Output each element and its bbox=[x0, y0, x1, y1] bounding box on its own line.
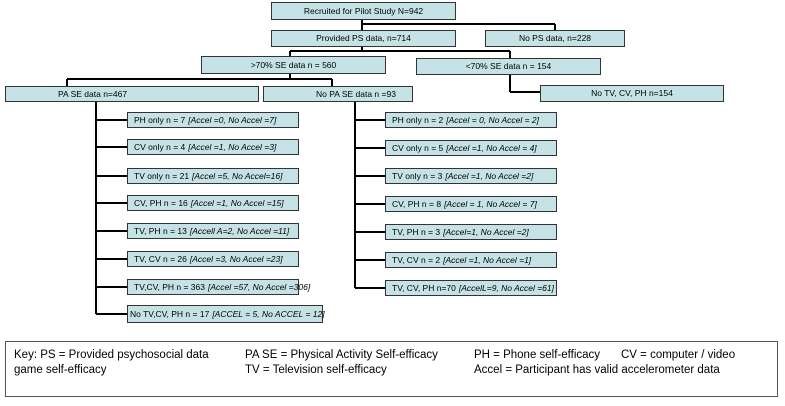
item-detail: [Accel = 1, No Accel = 7] bbox=[444, 198, 537, 209]
gt70-se-label: >70% SE data n = 560 bbox=[250, 59, 337, 70]
item-main: CV, PH n = 16 bbox=[134, 197, 188, 208]
key-tv: TV = Television self-efficacy bbox=[245, 364, 387, 376]
no-pa-se-item: TV, PH n = 3[Accel=1, No Accel =2] bbox=[385, 224, 557, 240]
item-detail: [Accel =0, No Accel =7] bbox=[188, 114, 277, 125]
pa-se-item: TV, CV n = 26[Accel =3, No Accel =23] bbox=[127, 251, 299, 267]
item-detail: [AccelL=9, No Accel =61] bbox=[458, 282, 555, 293]
item-main: TV, PH n = 13 bbox=[134, 225, 187, 236]
item-detail: [Accel =1, No Accel =3] bbox=[188, 141, 277, 152]
item-main: TV, PH n = 3 bbox=[392, 226, 441, 237]
item-main: CV only n = 5 bbox=[392, 142, 444, 153]
no-pa-se-item: PH only n = 2[Accel = 0, No Accel = 2] bbox=[385, 112, 557, 128]
provided-ps-label: Provided PS data, n=714 bbox=[316, 33, 411, 44]
item-detail: [Accel = 0, No Accel = 2] bbox=[446, 114, 540, 125]
item-main: TV,CV, PH n = 363 bbox=[134, 281, 205, 292]
lt70-se-label: <70% SE data n = 154 bbox=[465, 61, 552, 72]
no-ps-box: No PS data, n=228 bbox=[485, 30, 625, 47]
pa-se-item: TV only n = 21[Accel =5, No Accel=16] bbox=[127, 168, 299, 184]
no-tv-cv-ph-label: No TV, CV, PH n=154 bbox=[591, 88, 673, 99]
no-pa-se-item: CV only n = 5[Accel =1, No Accel = 4] bbox=[385, 140, 557, 156]
item-detail: [Accel =1, No Accel =1] bbox=[443, 254, 532, 265]
no-pa-se-item: TV only n = 3[Accel =1, No Accel =2] bbox=[385, 168, 557, 184]
pa-se-item: TV, PH n = 13[Accell A=2, No Accel =11] bbox=[127, 223, 299, 239]
no-pa-se-label: No PA SE data n =93 bbox=[316, 88, 396, 99]
item-detail: [Accel =1, No Accel =2] bbox=[445, 170, 534, 181]
item-detail: [Accel =1, No Accel =15] bbox=[190, 197, 284, 208]
item-main: No TV,CV, PH n = 17 bbox=[130, 308, 210, 319]
item-main: PH only n = 7 bbox=[134, 114, 186, 125]
recruited-box: Recruited for Pilot Study N=942 bbox=[271, 2, 456, 20]
item-main: CV, PH n = 8 bbox=[392, 198, 442, 209]
key-box: Key: PS = Provided psychosocial data gam… bbox=[5, 341, 778, 397]
no-tv-cv-ph-box: No TV, CV, PH n=154 bbox=[540, 85, 724, 102]
item-main: TV, CV n = 26 bbox=[134, 253, 187, 264]
recruited-label: Recruited for Pilot Study N=942 bbox=[303, 5, 424, 16]
no-pa-se-item: TV, CV, PH n=70[AccelL=9, No Accel =61] bbox=[385, 280, 557, 296]
item-detail: [Accel=1, No Accel =2] bbox=[443, 226, 529, 237]
no-pa-se-item: CV, PH n = 8[Accel = 1, No Accel = 7] bbox=[385, 196, 557, 212]
provided-ps-box: Provided PS data, n=714 bbox=[271, 30, 456, 47]
key-game: game self-efficacy bbox=[14, 364, 107, 376]
pa-se-item: PH only n = 7[Accel =0, No Accel =7] bbox=[127, 112, 299, 128]
item-detail: [Accel =1, No Accel = 4] bbox=[446, 142, 537, 153]
item-main: TV only n = 3 bbox=[392, 170, 443, 181]
pa-se-item: No TV,CV, PH n = 17[ACCEL = 5, No ACCEL … bbox=[127, 305, 325, 323]
no-ps-label: No PS data, n=228 bbox=[518, 33, 592, 44]
item-main: CV only n = 4 bbox=[134, 141, 186, 152]
pa-se-item: TV,CV, PH n = 363[Accel =57, No Accel =3… bbox=[127, 279, 310, 295]
item-detail: [ACCEL = 5, No ACCEL = 12] bbox=[212, 308, 325, 319]
gt70-se-box: >70% SE data n = 560 bbox=[201, 56, 386, 74]
item-detail: [Accel =5, No Accel=16] bbox=[192, 170, 283, 181]
pa-se-item: CV, PH n = 16[Accel =1, No Accel =15] bbox=[127, 195, 299, 211]
pa-se-label: PA SE data n=467 bbox=[58, 88, 128, 99]
item-main: TV, CV, PH n=70 bbox=[392, 282, 456, 293]
key-pa-se: PA SE = Physical Activity Self-efficacy bbox=[245, 349, 438, 361]
item-detail: [Accel =57, No Accel =306] bbox=[207, 281, 311, 292]
no-pa-se-item: TV, CV n = 2[Accel =1, No Accel =1] bbox=[385, 252, 557, 268]
key-accel: Accel = Participant has valid accelerome… bbox=[474, 364, 720, 376]
item-detail: [Accell A=2, No Accel =11] bbox=[189, 225, 290, 236]
key-cv: CV = computer / video bbox=[621, 349, 736, 361]
item-main: PH only n = 2 bbox=[392, 114, 444, 125]
item-main: TV, CV n = 2 bbox=[392, 254, 441, 265]
item-main: TV only n = 21 bbox=[134, 170, 190, 181]
pa-se-item: CV only n = 4[Accel =1, No Accel =3] bbox=[127, 139, 299, 155]
pa-se-box: PA SE data n=467 bbox=[5, 86, 259, 102]
key-ph: PH = Phone self-efficacy bbox=[474, 349, 601, 361]
no-pa-se-box: No PA SE data n =93 bbox=[263, 86, 413, 102]
lt70-se-box: <70% SE data n = 154 bbox=[416, 58, 601, 75]
key-ps: Key: PS = Provided psychosocial data bbox=[14, 349, 209, 361]
item-detail: [Accel =3, No Accel =23] bbox=[189, 253, 283, 264]
